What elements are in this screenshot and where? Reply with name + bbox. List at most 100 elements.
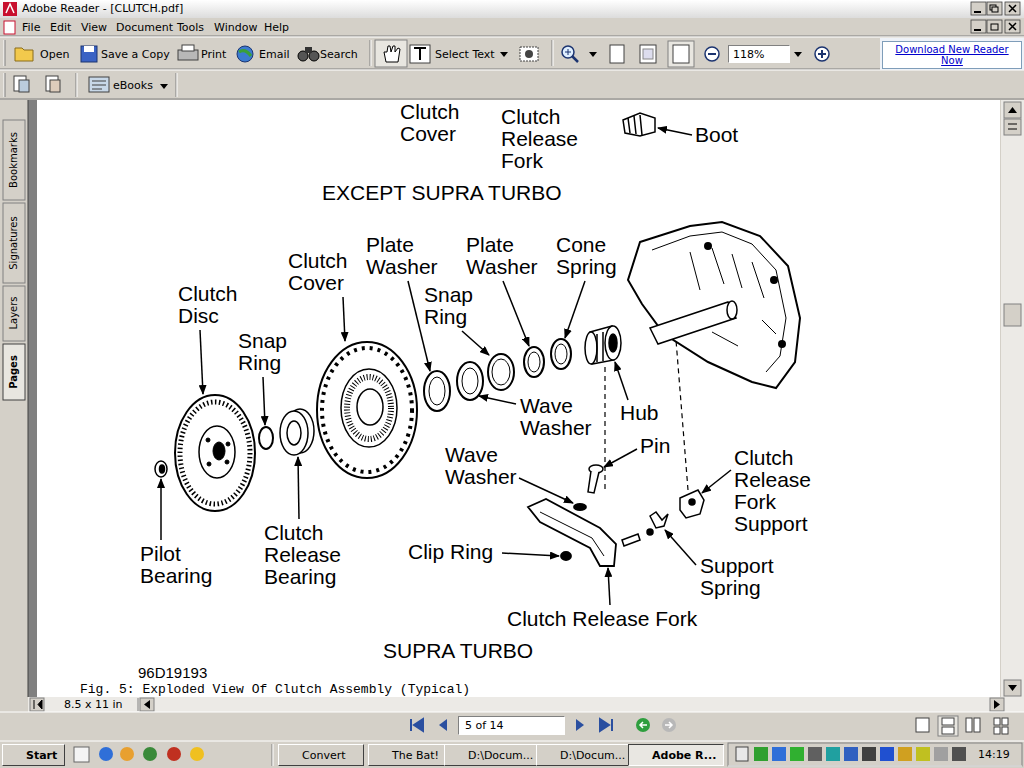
toolbar: [815, 47, 829, 61]
page-navigation: [974, 718, 980, 732]
housing-drawing: [727, 301, 737, 319]
washer-drawing: [555, 344, 567, 364]
housing-drawing: [705, 243, 711, 249]
page-navigation: [966, 718, 972, 732]
taskbar: [273, 744, 274, 766]
washer-drawing: [528, 352, 540, 372]
menu-bar: [991, 24, 998, 30]
leader-line: [160, 479, 162, 540]
toolbar: [0, 73, 1024, 99]
title-bar: [1009, 5, 1016, 12]
menu-bar: [0, 18, 1024, 36]
navigation-tabs: [28, 100, 37, 697]
page-field: 5 of 14: [458, 716, 565, 735]
leader-line: [519, 478, 573, 503]
title-bar: [3, 2, 17, 16]
toolbar: [237, 46, 253, 62]
toolbar: [0, 69, 1024, 70]
navigation-tabs: [3, 203, 25, 283]
vertical-scrollbar: [1004, 304, 1021, 326]
support-drawing: [650, 512, 668, 528]
leader-line: [608, 568, 610, 605]
zoom-field: 118%: [728, 45, 790, 63]
menu-bar: [1005, 20, 1020, 33]
taskbar: [99, 747, 113, 761]
page-navigation: [942, 727, 954, 734]
part-label: Hub: [620, 402, 659, 424]
toolbar: [305, 47, 312, 53]
part-label: Cone Spring: [556, 234, 631, 278]
boot-drawing: [623, 113, 655, 136]
pin-drawing: [588, 465, 603, 493]
toolbar-label: eBooks: [113, 79, 153, 93]
promo-link-box: Download New Reader Now: [882, 41, 1022, 69]
toolbar: [610, 45, 624, 63]
panel-tab: Layers: [8, 296, 20, 329]
toolbar: [5, 73, 6, 97]
toolbar: [50, 80, 60, 92]
taskbar: [74, 747, 89, 762]
washer-drawing: [551, 339, 571, 369]
document-page: [37, 100, 1000, 697]
title-bar: [992, 7, 998, 12]
title-bar: [0, 0, 1024, 18]
title-bar: [1005, 2, 1020, 15]
hub-drawing: [585, 332, 597, 364]
vertical-scrollbar: [1008, 124, 1017, 129]
start-button: Start: [2, 744, 65, 766]
taskbar: [952, 747, 966, 761]
menu-item: View: [81, 21, 107, 35]
taskbar: [190, 747, 204, 761]
part-label: Support Spring: [700, 555, 785, 599]
washer-drawing: [457, 362, 483, 400]
page-navigation: [640, 722, 647, 728]
leader-line: [565, 281, 585, 338]
navigation-tabs: [3, 344, 25, 400]
toolbar: [84, 46, 94, 52]
page-navigation: [0, 712, 1024, 740]
part-label: Boot: [695, 124, 738, 146]
vertical-scrollbar: [1004, 119, 1021, 135]
page-navigation: [662, 718, 676, 732]
toolbar: [76, 73, 77, 97]
horizontal-scrollbar: [34, 700, 42, 709]
housing-drawing: [652, 232, 786, 372]
clutch-disc-drawing: [199, 426, 235, 478]
toolbar-label: Print: [201, 48, 226, 62]
taskbar: [754, 747, 768, 761]
horizontal-scrollbar: [990, 698, 1004, 711]
snap-ring-drawing: [259, 427, 273, 449]
figure-caption: Fig. 5: Exploded View Of Clutch Assembly…: [80, 683, 470, 697]
menu-bar: [987, 20, 1002, 33]
toolbar: [89, 77, 109, 92]
leader-line: [615, 362, 628, 400]
toolbar: [384, 46, 400, 62]
vertical-scrollbar: [1008, 685, 1017, 691]
toolbar-label: Save a Copy: [101, 48, 170, 62]
page-navigation: [600, 719, 612, 731]
page-size: 8.5 x 11 in: [64, 698, 123, 711]
menu-item: Tools: [177, 21, 204, 35]
toolbar: [673, 45, 689, 63]
taskbar: [167, 747, 181, 761]
menu-item: Window: [214, 21, 257, 35]
menu-item: Edit: [50, 21, 71, 35]
toolbar: [520, 47, 538, 61]
page-navigation: [938, 716, 958, 736]
fork-drawing: [528, 499, 616, 566]
toolbar: [0, 40, 1024, 70]
support-drawing: [680, 490, 704, 518]
housing-drawing: [771, 277, 777, 283]
dashed-guide: [605, 340, 688, 492]
leader-line: [343, 297, 345, 341]
menu-item: Document: [116, 21, 173, 35]
panel-tab: Bookmarks: [8, 132, 20, 188]
page-navigation: [994, 727, 1000, 734]
taskbar: [772, 747, 786, 761]
clutch-cover-drawing: [322, 348, 412, 472]
page-navigation: [665, 722, 672, 728]
vertical-scrollbar: [1001, 100, 1024, 697]
leader-line: [200, 330, 203, 394]
toolbar: [4, 73, 5, 97]
